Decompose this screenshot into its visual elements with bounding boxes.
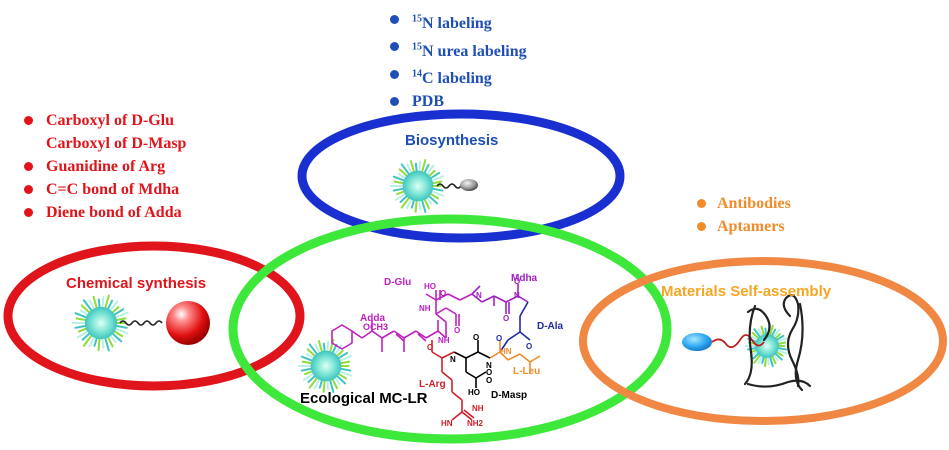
ecological-ellipse <box>228 214 672 444</box>
atom-label: O <box>503 314 510 323</box>
residue-label-l-leu: L-Leu <box>513 366 541 377</box>
list-item: Aptamers <box>697 215 791 238</box>
residue-label-l-arg: L-Arg <box>419 379 446 390</box>
list-item: Diene bond of Adda <box>24 201 186 224</box>
residue-label-mdha: Mdha <box>511 273 538 284</box>
chemical-synthesis-label: Chemical synthesis <box>66 275 207 292</box>
aptamer-strand-icon <box>711 334 765 349</box>
materials-self-assembly-label: Materials Self-assembly <box>661 283 832 300</box>
biosynthesis-label: Biosynthesis <box>405 132 499 149</box>
mdha-residue <box>471 284 529 314</box>
bullet-icon <box>390 42 399 52</box>
list-item: 15N urea labeling <box>390 35 527 62</box>
tail-icon <box>436 183 462 189</box>
cyanobacteria-cell-icon <box>71 294 129 352</box>
materials-ellipse <box>579 257 947 425</box>
atom-label: N <box>486 361 492 370</box>
atom-label: HO <box>424 282 436 291</box>
list-item: C=C bond of Mdha <box>24 178 186 201</box>
d-masp-residue <box>453 340 491 388</box>
bullet-icon <box>697 222 706 231</box>
list-item: Carboxyl of D-Masp <box>46 135 187 152</box>
list-item: 15N labeling <box>390 8 527 35</box>
atom-label: NH <box>438 336 450 345</box>
residue-label-d-ala: D-Ala <box>537 321 564 332</box>
atom-label: N <box>450 355 456 364</box>
bullet-icon <box>24 208 33 217</box>
list-item: Carboxyl of D-Glu <box>24 109 186 132</box>
residue-label-och3: OCH3 <box>363 322 389 332</box>
l-leu-residue <box>489 340 541 374</box>
l-arg-residue <box>431 340 475 421</box>
recognition-list: Antibodies Aptamers <box>697 192 791 238</box>
atom-label: N <box>476 291 482 300</box>
list-item: Guanidine of Arg <box>24 155 186 178</box>
labeling-methods-list: 15N labeling 15N urea labeling 14C label… <box>390 8 527 113</box>
sphere-icon <box>166 301 210 345</box>
atom-label: O <box>440 289 447 298</box>
residue-label-d-glu: D-Glu <box>384 277 412 288</box>
atom-label: HN <box>441 419 453 428</box>
atom-label: O <box>486 376 493 385</box>
atom-label: HN <box>500 347 512 356</box>
mc-lr-structure <box>331 284 541 421</box>
chemical-sites-list: Carboxyl of D-Glu Carboxyl of D-Masp Gua… <box>24 109 186 224</box>
sphere-icon <box>682 333 712 351</box>
list-item: 14C labeling <box>390 63 527 90</box>
cyanobacteria-cell-icon <box>745 324 788 368</box>
atom-label: NH2 <box>467 419 484 428</box>
atom-label: NH <box>472 404 484 413</box>
atom-label: HO <box>468 388 480 397</box>
tail-icon <box>119 320 163 326</box>
atom-label: O <box>496 334 503 343</box>
bullet-icon <box>390 69 399 79</box>
d-glu-residue <box>425 290 473 338</box>
chemical-synthesis-ellipse <box>3 241 305 391</box>
atom-label: O <box>454 326 461 335</box>
bullet-icon <box>24 116 33 125</box>
ecological-mc-lr-label: Ecological MC-LR <box>300 390 428 407</box>
residue-label-d-masp: D-Masp <box>491 390 528 401</box>
residue-label-adda: Adda <box>360 313 385 324</box>
d-ala-residue <box>499 301 531 353</box>
bullet-icon <box>390 96 399 106</box>
atom-label: NH <box>419 304 431 313</box>
bullet-icon <box>390 15 399 24</box>
atom-label: O <box>473 333 480 342</box>
adda-chain <box>331 320 447 352</box>
list-item: PDB <box>390 90 527 113</box>
cyanobacteria-cell-icon <box>298 339 353 393</box>
bullet-icon <box>24 185 33 194</box>
atom-label: O <box>427 343 434 352</box>
cyanobacteria-cell-icon <box>390 159 445 213</box>
atom-label: O <box>526 342 533 351</box>
biosynthesis-ellipse <box>297 109 625 243</box>
bullet-icon <box>697 199 706 208</box>
atom-label: O <box>486 368 493 377</box>
tail-icon <box>460 179 478 191</box>
atom-label: N <box>514 291 520 300</box>
atom-label: O <box>514 277 521 286</box>
bullet-icon <box>24 162 33 171</box>
list-item: Antibodies <box>697 192 791 215</box>
aptamer-strand-icon <box>743 294 812 392</box>
